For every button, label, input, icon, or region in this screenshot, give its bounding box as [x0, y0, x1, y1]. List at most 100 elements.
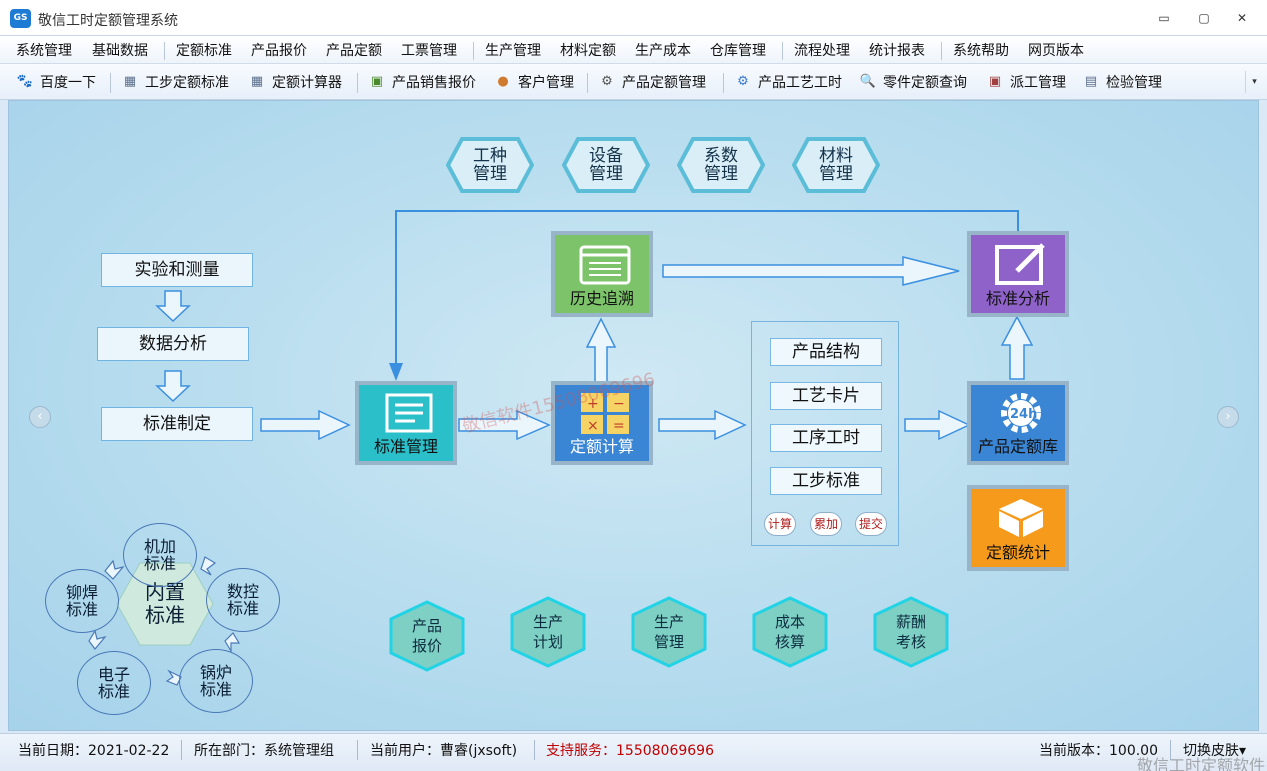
toolbar-dispatch-button[interactable]: ▣ 派工管理: [986, 72, 1066, 92]
edit-note-icon: [995, 243, 1045, 285]
tile-label: 定额统计: [985, 543, 1050, 562]
hex-label: 系数管理: [704, 146, 738, 184]
tile-quota-calculation[interactable]: + − × = 定额计算: [551, 381, 653, 465]
panel-operation-hours[interactable]: 工序工时: [770, 424, 882, 452]
toolbar-label: 零件定额查询: [883, 75, 967, 91]
minimize-button[interactable]: ▭: [1158, 11, 1170, 25]
hex-salary-review-button[interactable]: 薪酬考核: [871, 595, 951, 669]
menu-web-version[interactable]: 网页版本: [1028, 43, 1084, 59]
step-experiment-measure[interactable]: 实验和测量: [101, 253, 253, 287]
toolbar-separator: [723, 73, 724, 93]
builtin-cnc-standard[interactable]: 数控标准: [206, 568, 280, 632]
search-icon: 🔍: [859, 74, 877, 89]
menu-reports[interactable]: 统计报表: [869, 43, 925, 59]
toolbar-product-quota-button[interactable]: ⚙ 产品定额管理: [598, 72, 706, 92]
menu-separator: [782, 42, 783, 60]
hex-product-quote-button[interactable]: 产品报价: [387, 599, 467, 673]
menu-help[interactable]: 系统帮助: [953, 43, 1009, 59]
gears-icon: ⚙: [601, 74, 613, 89]
builtin-electronics-standard[interactable]: 电子标准: [77, 651, 151, 715]
tile-history-trace[interactable]: 历史追溯: [551, 231, 653, 317]
calculate-button[interactable]: 计算: [764, 512, 796, 536]
box-icon: [999, 499, 1043, 537]
menu-separator: [164, 42, 165, 60]
step-data-analysis[interactable]: 数据分析: [97, 327, 249, 361]
hex-shape: [631, 596, 707, 668]
toolbar-sales-quote-button[interactable]: ▣ 产品销售报价: [368, 72, 476, 92]
menu-warehouse[interactable]: 仓库管理: [710, 43, 766, 59]
toolbar: 🐾 百度一下 ▦ 工步定额标准 ▦ 定额计算器 ▣ 产品销售报价 ● 客户管理 …: [0, 64, 1267, 100]
hex-label: 成本核算: [774, 613, 805, 651]
maximize-button[interactable]: ▢: [1198, 11, 1210, 25]
hex-worktype-button[interactable]: 工种管理: [446, 137, 534, 193]
toolbar-label: 产品工艺工时: [758, 75, 842, 91]
step-standard-setting[interactable]: 标准制定: [101, 407, 253, 441]
close-button[interactable]: ✕: [1236, 11, 1248, 25]
menu-product-quote[interactable]: 产品报价: [251, 43, 307, 59]
dispatch-icon: ▣: [988, 74, 1002, 89]
calculator-icon: + − × =: [581, 393, 629, 434]
hex-shape: [752, 596, 828, 668]
menu-material-quota[interactable]: 材料定额: [560, 43, 616, 59]
tile-label: 标准分析: [985, 289, 1050, 308]
hex-shape: [873, 596, 949, 668]
toolbar-baidu-button[interactable]: 🐾 百度一下: [16, 72, 96, 92]
workflow-canvas: 工种管理 设备管理 系数管理 材料管理 实验和测量 数据分析 标准制定 标准管理: [8, 100, 1259, 731]
app-logo-icon: GS: [10, 9, 31, 28]
panel-product-structure[interactable]: 产品结构: [770, 338, 882, 366]
hex-production-mgmt-button[interactable]: 生产管理: [629, 595, 709, 669]
hex-equipment-button[interactable]: 设备管理: [562, 137, 650, 193]
toolbar-calculator-button[interactable]: ▦ 定额计算器: [248, 72, 342, 92]
accumulate-button[interactable]: 累加: [810, 512, 842, 536]
menu-production[interactable]: 生产管理: [485, 43, 541, 59]
toolbar-label: 工步定额标准: [145, 75, 229, 91]
hex-material-button[interactable]: 材料管理: [792, 137, 880, 193]
status-separator: [181, 740, 182, 760]
toolbar-process-hours-button[interactable]: ⚙ 产品工艺工时: [734, 72, 842, 92]
svg-text:−: −: [613, 396, 625, 412]
tile-standard-analysis[interactable]: 标准分析: [967, 231, 1069, 317]
tile-quota-statistics[interactable]: 定额统计: [967, 485, 1069, 571]
skin-switch-button[interactable]: 切换皮肤▾: [1183, 743, 1247, 759]
tile-standard-management[interactable]: 标准管理: [355, 381, 457, 465]
baidu-paw-icon: 🐾: [16, 74, 34, 89]
toolbar-label: 产品定额管理: [622, 75, 706, 91]
toolbar-overflow-button[interactable]: ▾: [1245, 71, 1263, 93]
menu-separator: [941, 42, 942, 60]
hex-coefficient-button[interactable]: 系数管理: [677, 137, 765, 193]
menu-ticket[interactable]: 工票管理: [401, 43, 457, 59]
builtin-machining-standard[interactable]: 机加标准: [123, 523, 197, 587]
menu-product-quota[interactable]: 产品定额: [326, 43, 382, 59]
menu-system[interactable]: 系统管理: [16, 43, 72, 59]
builtin-riveting-welding-standard[interactable]: 铆焊标准: [45, 569, 119, 633]
hex-production-plan-button[interactable]: 生产计划: [508, 595, 588, 669]
tile-label: 定额计算: [569, 437, 634, 456]
hex-cost-accounting-button[interactable]: 成本核算: [750, 595, 830, 669]
toolbar-separator: [357, 73, 358, 93]
toolbar-step-standard-button[interactable]: ▦ 工步定额标准: [121, 72, 229, 92]
next-page-button[interactable]: ›: [1217, 406, 1239, 428]
toolbar-part-query-button[interactable]: 🔍 零件定额查询: [859, 72, 967, 92]
tile-product-quota-library[interactable]: 24h 产品定额库: [967, 381, 1069, 465]
toolbar-inspection-button[interactable]: ▤ 检验管理: [1082, 72, 1162, 92]
builtin-standards-hub[interactable]: 内置标准: [115, 561, 215, 651]
builtin-boiler-standard[interactable]: 锅炉标准: [179, 649, 253, 713]
panel-step-standard[interactable]: 工步标准: [770, 467, 882, 495]
submit-button[interactable]: 提交: [855, 512, 887, 536]
toolbar-label: 派工管理: [1010, 75, 1066, 91]
hex-shape: [792, 137, 880, 193]
toolbar-label: 百度一下: [40, 75, 96, 91]
hex-shape: [510, 596, 586, 668]
menu-production-cost[interactable]: 生产成本: [635, 43, 691, 59]
hex-label: 工种管理: [473, 146, 507, 184]
title-bar: GS 敬信工时定额管理系统 ▭ ▢ ✕: [0, 0, 1267, 36]
toolbar-customer-button[interactable]: ● 客户管理: [494, 72, 574, 92]
menu-quota-standard[interactable]: 定额标准: [176, 43, 232, 59]
menu-basic-data[interactable]: 基础数据: [92, 43, 148, 59]
svg-text:×: ×: [587, 418, 599, 434]
panel-process-card[interactable]: 工艺卡片: [770, 382, 882, 410]
hex-label: 薪酬考核: [895, 613, 926, 651]
menu-workflow[interactable]: 流程处理: [794, 43, 850, 59]
prev-page-button[interactable]: ‹: [29, 406, 51, 428]
gear-blue-icon: ⚙: [737, 74, 749, 89]
